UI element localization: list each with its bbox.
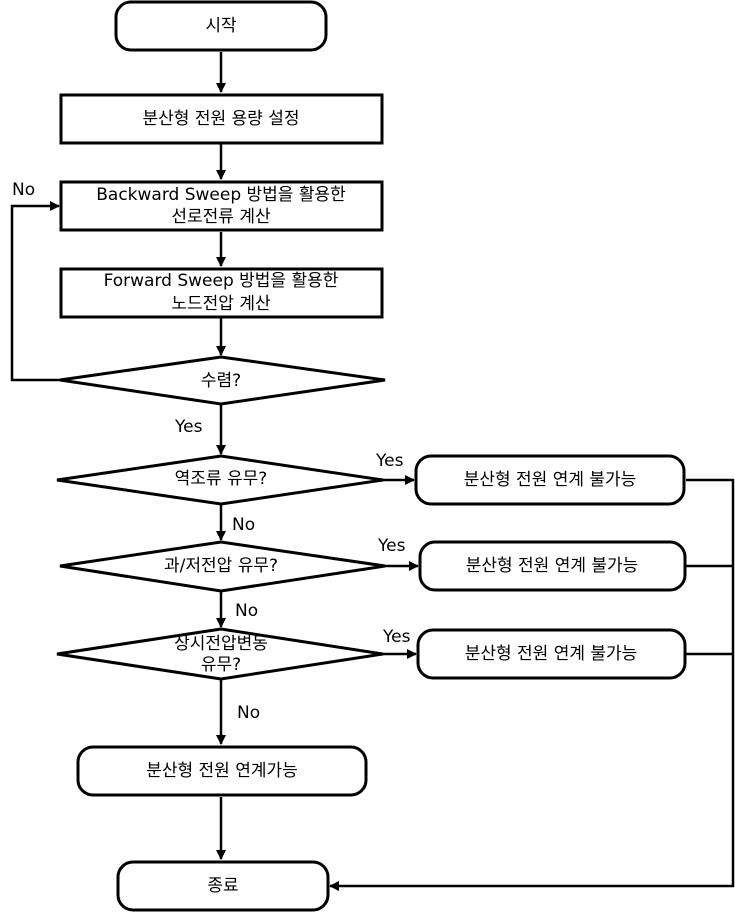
- set-capacity-label: 분산형 전원 용량 설정: [143, 109, 300, 129]
- start-label: 시작: [205, 16, 237, 36]
- edge-label-reverse-yes: Yes: [375, 451, 404, 471]
- edge-label-converge-no: No: [12, 180, 35, 200]
- start-node: 시작: [114, 0, 328, 52]
- not-possible-node-2: 분산형 전원 연계 불가능: [418, 540, 687, 592]
- forward-label-1: Forward Sweep 방법을 활용한: [104, 271, 339, 291]
- not-possible-label-1: 분산형 전원 연계 불가능: [464, 470, 637, 490]
- converge-decision: 수렴?: [59, 355, 386, 406]
- possible-label: 분산형 전원 연계가능: [146, 761, 298, 781]
- edge-labels: No Yes Yes No Yes No Yes No: [12, 180, 411, 723]
- forward-sweep-node: Forward Sweep 방법을 활용한 노드전압 계산: [59, 267, 384, 319]
- forward-label-2: 노드전압 계산: [171, 294, 271, 314]
- backward-sweep-node: Backward Sweep 방법을 활용한 선로전류 계산: [59, 180, 384, 232]
- backward-label-2: 선로전류 계산: [171, 207, 271, 227]
- end-label: 종료: [207, 876, 238, 896]
- possible-node: 분산형 전원 연계가능: [76, 745, 368, 797]
- edge-label-reverse-no: No: [232, 515, 255, 535]
- reverse-flow-label: 역조류 유무?: [175, 469, 268, 489]
- end-node: 종료: [116, 860, 330, 912]
- voltage-fluctuation-decision: 상시전압변동 유무?: [56, 627, 384, 681]
- reverse-flow-decision: 역조류 유무?: [56, 454, 384, 506]
- not-possible-label-3: 분산형 전원 연계 불가능: [465, 644, 638, 664]
- voltage-fluct-label-1: 상시전압변동: [174, 634, 268, 654]
- edge-label-converge-yes: Yes: [174, 417, 203, 437]
- set-capacity-node: 분산형 전원 용량 설정: [59, 93, 384, 145]
- edge-label-voltage-no: No: [235, 601, 258, 621]
- voltage-fluct-label-2: 유무?: [201, 655, 241, 675]
- backward-label-1: Backward Sweep 방법을 활용한: [96, 185, 346, 205]
- over-under-voltage-label: 과/저전압 유무?: [164, 556, 278, 576]
- not-possible-node-1: 분산형 전원 연계 불가능: [414, 454, 686, 506]
- not-possible-node-3: 분산형 전원 연계 불가능: [416, 628, 687, 680]
- loop-back-arrow: [10, 201, 60, 382]
- edge-label-voltage-yes: Yes: [377, 536, 406, 556]
- over-under-voltage-decision: 과/저전압 유무?: [59, 540, 386, 593]
- converge-label: 수렴?: [201, 371, 241, 391]
- edge-label-fluct-yes: Yes: [382, 627, 411, 647]
- edge-label-fluct-no: No: [237, 703, 260, 723]
- connectors: [10, 52, 735, 891]
- not-possible-label-2: 분산형 전원 연계 불가능: [466, 556, 639, 576]
